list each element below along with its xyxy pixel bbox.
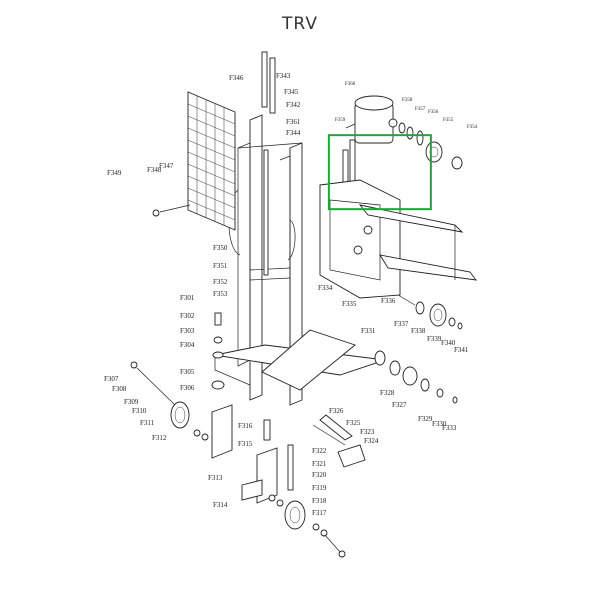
right-caster: [241, 419, 346, 558]
label-F357: F357: [415, 107, 426, 112]
label-F325: F325: [346, 419, 361, 427]
fork-carriage: [319, 179, 478, 299]
label-F301: F301: [180, 294, 195, 302]
label-F333: F333: [442, 424, 457, 432]
label-F307: F307: [104, 375, 119, 383]
mesh-guard: [152, 91, 236, 231]
label-F350: F350: [213, 244, 228, 252]
label-F344: F344: [286, 129, 301, 137]
label-F320: F320: [312, 471, 327, 479]
part-labels: F343 F345 F342 F361 F344 F346 F347 F348 …: [104, 72, 478, 517]
label-F308: F308: [112, 385, 127, 393]
label-F355: F355: [443, 118, 454, 123]
left-caster: [130, 312, 233, 459]
label-F318: F318: [312, 497, 327, 505]
label-F310: F310: [132, 407, 147, 415]
label-F323: F323: [360, 428, 375, 436]
label-F306: F306: [180, 384, 195, 392]
label-F348: F348: [147, 166, 162, 174]
label-F324: F324: [364, 437, 379, 445]
label-F360: F360: [345, 82, 356, 87]
label-F356: F356: [428, 110, 439, 115]
lift-chains: [261, 51, 356, 276]
label-F354: F354: [467, 125, 478, 130]
label-F322: F322: [312, 447, 327, 455]
label-F347: F347: [159, 162, 174, 170]
label-F334: F334: [318, 284, 333, 292]
label-F346: F346: [229, 74, 244, 82]
label-F338: F338: [411, 327, 426, 335]
label-F326: F326: [329, 407, 344, 415]
label-F358: F358: [402, 98, 413, 103]
label-F315: F315: [238, 440, 253, 448]
label-F337: F337: [394, 320, 409, 328]
label-F359: F359: [335, 118, 346, 123]
wheel-axle-parts: [374, 294, 463, 404]
label-F328: F328: [380, 389, 395, 397]
hydraulic-cylinder: [345, 95, 463, 170]
label-F314: F314: [213, 501, 228, 509]
label-F327: F327: [392, 401, 407, 409]
foot-pedal: [312, 414, 366, 468]
label-F304: F304: [180, 341, 195, 349]
label-F352: F352: [213, 278, 228, 286]
label-F330: F330: [432, 420, 447, 428]
label-F340: F340: [441, 339, 456, 347]
label-F329: F329: [418, 415, 433, 423]
label-F303: F303: [180, 327, 195, 335]
label-F349: F349: [107, 169, 122, 177]
label-F316: F316: [238, 422, 253, 430]
label-F313: F313: [208, 474, 223, 482]
label-F317: F317: [312, 509, 327, 517]
diagram-title: TRV: [282, 14, 318, 34]
label-F345: F345: [284, 88, 299, 96]
label-F302: F302: [180, 312, 195, 320]
label-F336: F336: [381, 297, 396, 305]
label-F331: F331: [361, 327, 376, 335]
base-legs: [214, 329, 386, 391]
label-F321: F321: [312, 460, 327, 468]
label-F353: F353: [213, 290, 228, 298]
label-F312: F312: [152, 434, 167, 442]
label-F351: F351: [213, 262, 228, 270]
label-F339: F339: [427, 335, 442, 343]
label-F319: F319: [312, 484, 327, 492]
label-F309: F309: [124, 398, 139, 406]
label-F342: F342: [286, 101, 301, 109]
label-F361: F361: [286, 118, 301, 126]
label-F305: F305: [180, 368, 195, 376]
label-F311: F311: [140, 419, 155, 427]
label-F341: F341: [454, 346, 469, 354]
label-F343: F343: [276, 72, 291, 80]
label-F335: F335: [342, 300, 357, 308]
highlight-box: [327, 134, 432, 211]
